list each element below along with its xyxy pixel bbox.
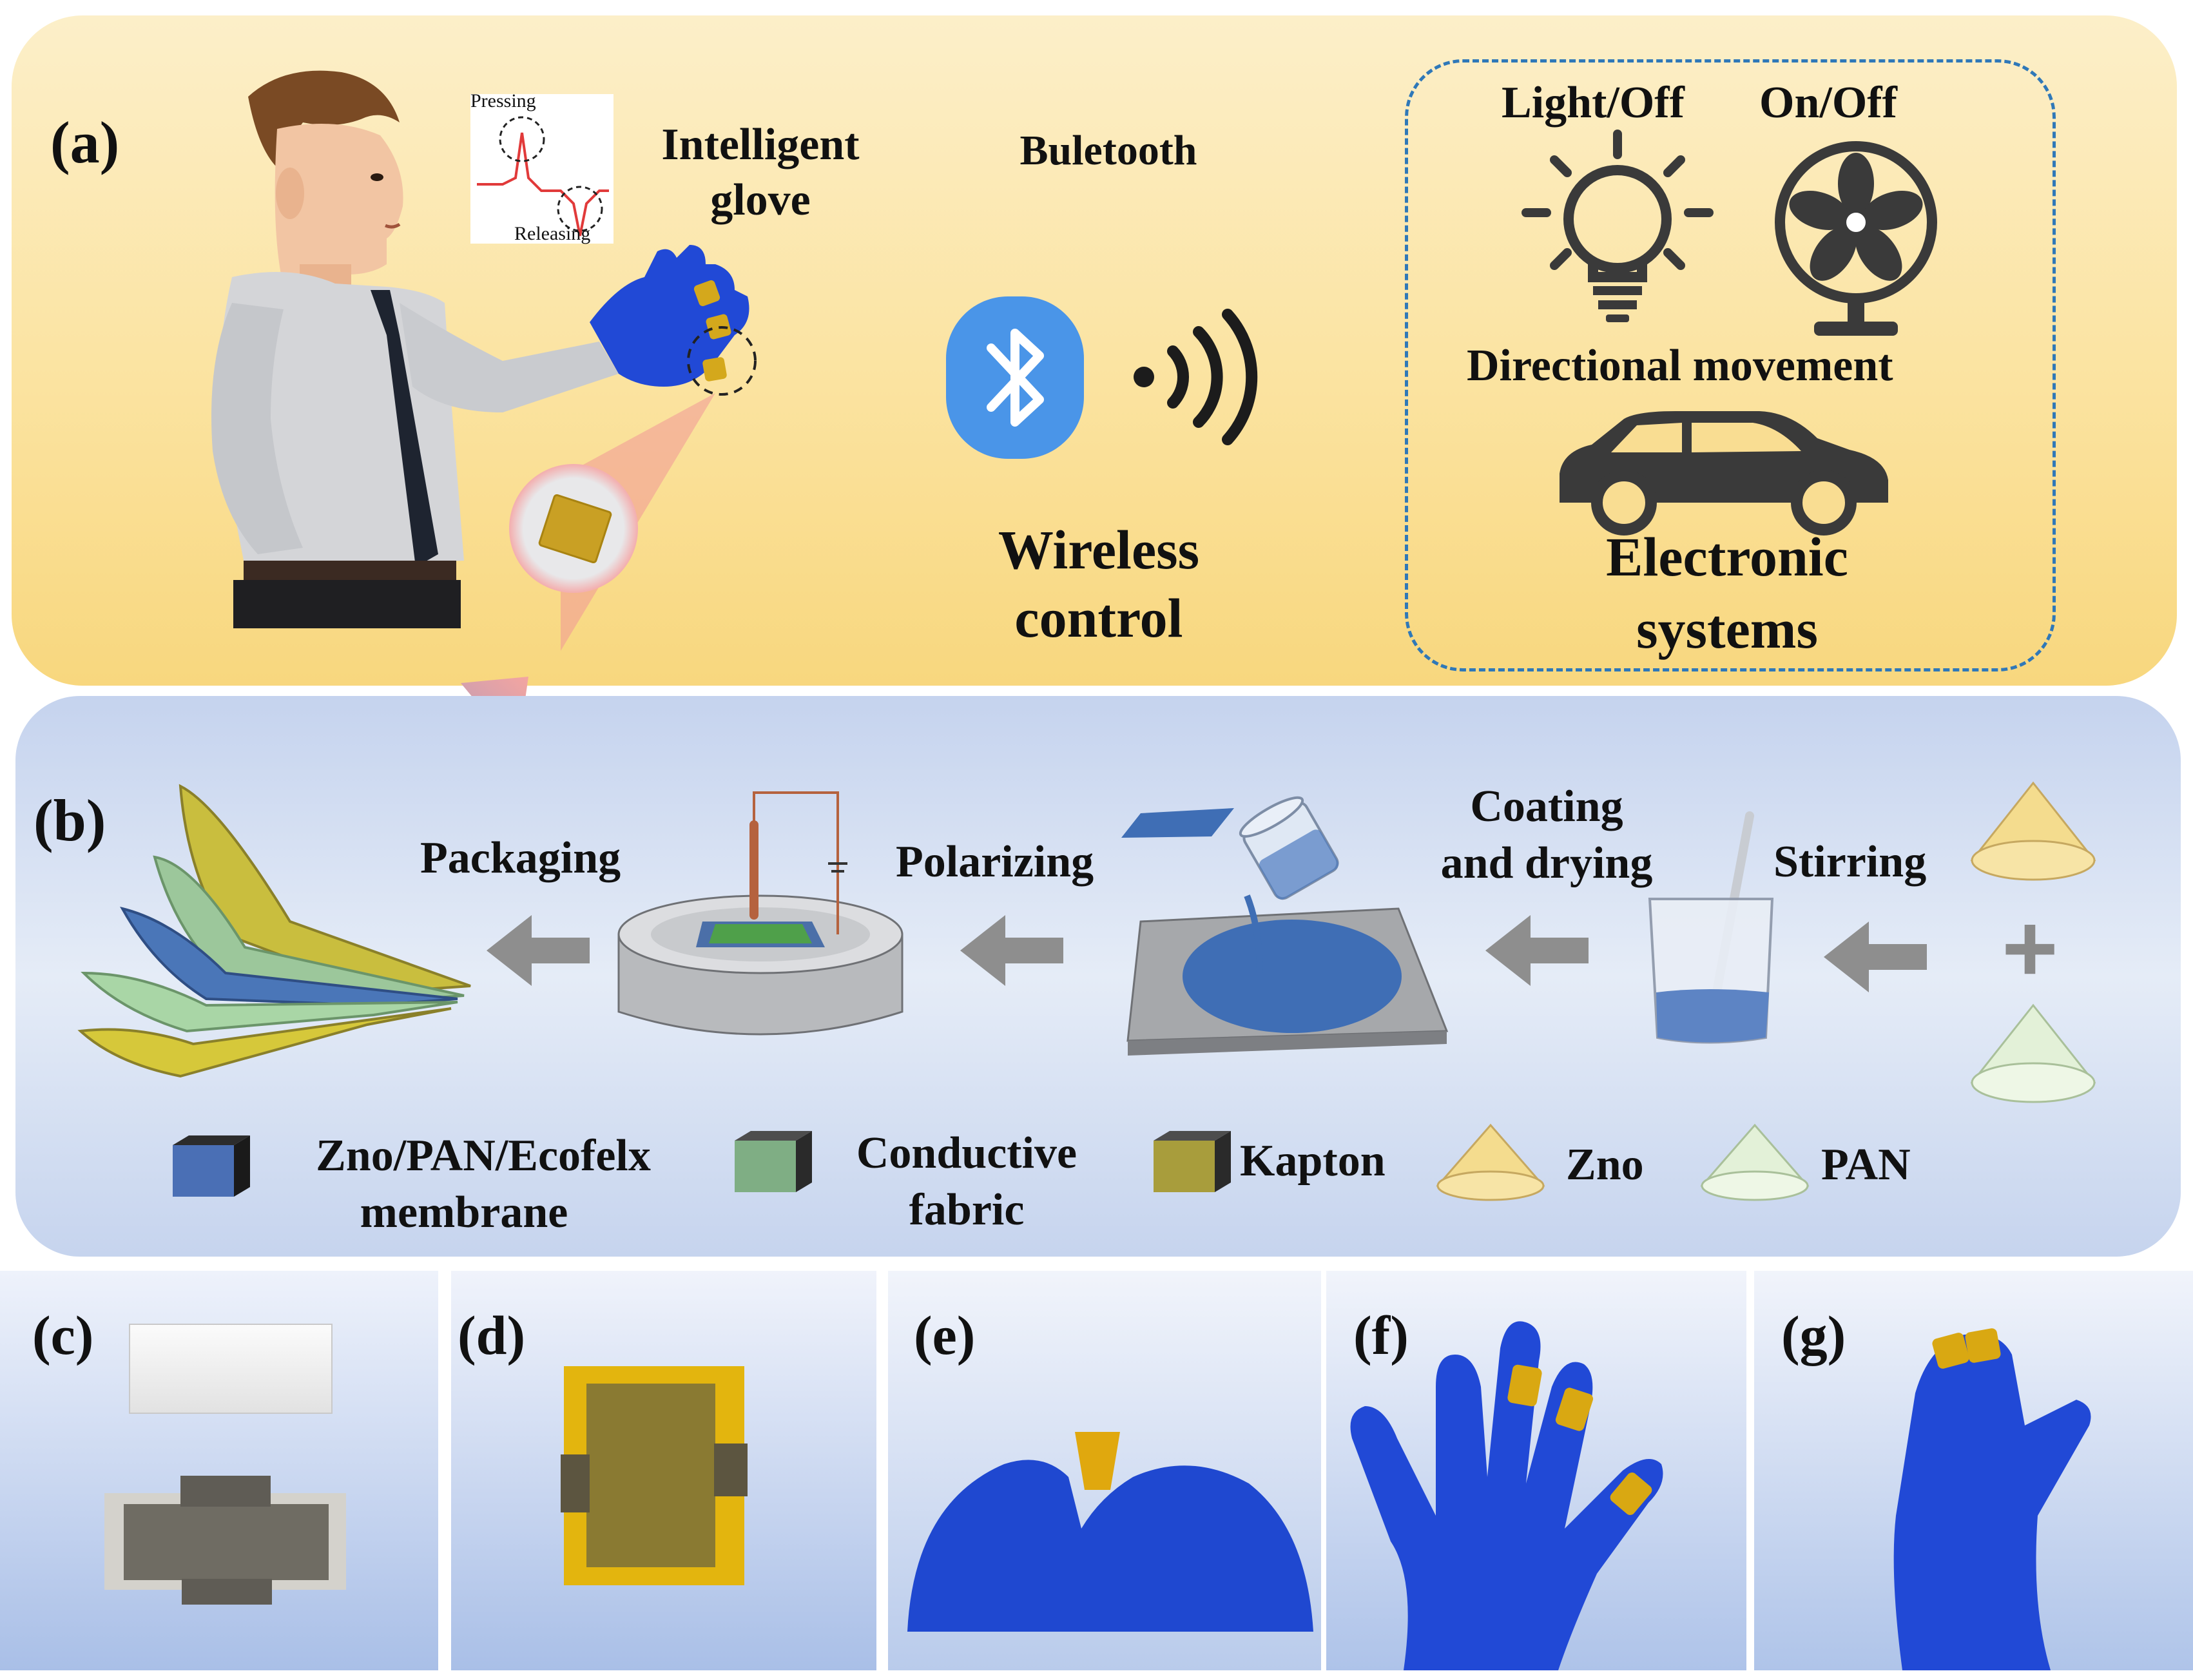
photo-c-white-film	[129, 1324, 333, 1414]
legend-pan-label: PAN	[1821, 1140, 1911, 1190]
photo-e: (e)	[888, 1271, 1321, 1670]
legend-kapton-cube	[1154, 1131, 1231, 1192]
car-icon	[1560, 411, 1888, 536]
electronic-systems-title: Electronic systems	[1534, 521, 1920, 665]
glove-title-line-2: glove	[710, 175, 811, 225]
photo-d-tab-left	[561, 1454, 590, 1512]
coating-label-line-1: Coating	[1470, 782, 1623, 831]
fan-icon	[1775, 141, 1937, 336]
photo-f-hand	[1350, 1321, 1663, 1670]
photo-d-tab-right	[714, 1443, 748, 1496]
stirring-label: Stirring	[1773, 837, 1927, 887]
systems-title-line-2: systems	[1636, 598, 1818, 660]
wireless-title-line-2: control	[1014, 587, 1183, 649]
photo-c-electrode	[124, 1504, 329, 1580]
bluetooth-title: Buletooth	[1019, 127, 1197, 174]
zno-material-cone	[1970, 781, 2096, 881]
coating-label: Coating and drying	[1398, 778, 1695, 892]
photo-c: (c)	[0, 1271, 438, 1670]
packaging-label: Packaging	[420, 833, 621, 883]
electronic-systems-box	[1405, 59, 2056, 671]
photo-c-label: (c)	[32, 1304, 94, 1366]
bluetooth-rune	[987, 329, 1044, 427]
photo-e-hand	[907, 1432, 1313, 1632]
waveform-releasing-label: Releasing	[514, 223, 591, 244]
panel-b-label: (b)	[34, 787, 106, 853]
photo-c-electrode-tab-bottom	[182, 1579, 272, 1605]
arrow-to-stirring	[1824, 922, 1927, 992]
photo-d: (d)	[451, 1271, 876, 1670]
directional-movement-label: Directional movement	[1467, 341, 1893, 391]
legend-zno-label: Zno	[1566, 1140, 1644, 1190]
waveform-pressing-label: Pressing	[470, 90, 536, 111]
wireless-title-line-1: Wireless	[998, 519, 1200, 581]
photo-g-hand	[1893, 1328, 2091, 1670]
stirring-beaker-illustration	[1648, 811, 1774, 1044]
photo-g-label: (g)	[1781, 1304, 1846, 1366]
legend-fabric-cube	[735, 1131, 812, 1192]
coating-label-line-2: and drying	[1440, 838, 1653, 888]
plus-sign: +	[2002, 894, 2058, 1002]
pan-material-cone	[1970, 1003, 2096, 1103]
photo-e-label: (e)	[914, 1304, 976, 1366]
photo-f-label: (f)	[1353, 1304, 1409, 1366]
legend-pan-cone	[1700, 1123, 1810, 1201]
wireless-control-title: Wireless control	[954, 516, 1244, 652]
glove-title-line-1: Intelligent	[661, 120, 860, 169]
intelligent-glove-title: Intelligent glove	[632, 117, 889, 228]
panel-a-label: (a)	[50, 110, 120, 175]
legend-membrane-cube	[173, 1135, 250, 1197]
waveform-plot	[477, 116, 609, 237]
polarizing-label: Polarizing	[896, 837, 1094, 887]
wireless-signal-icon	[1134, 309, 1258, 445]
fan-label: On/Off	[1759, 78, 1897, 128]
arrow-to-polarizing	[960, 915, 1063, 986]
legend-membrane-label: Zno/PAN/Ecofelx membrane	[264, 1128, 702, 1241]
legend-zno-cone	[1436, 1123, 1545, 1201]
legend-fabric-label: Conductive fabric	[825, 1125, 1108, 1239]
legend-membrane-line-1: Zno/PAN/Ecofelx	[316, 1131, 651, 1181]
coating-illustration	[1121, 796, 1449, 1056]
photo-d-electrode	[586, 1384, 715, 1567]
photo-c-electrode-tab-top	[180, 1476, 271, 1507]
waveform-inset	[470, 94, 613, 244]
legend-fabric-line-1: Conductive	[856, 1128, 1077, 1178]
photo-d-label: (d)	[458, 1304, 526, 1366]
lightbulb-icon	[1522, 130, 1714, 322]
arrow-to-packaging	[487, 915, 590, 986]
polarizing-device-illustration	[617, 791, 903, 1036]
systems-title-line-1: Electronic	[1606, 526, 1848, 588]
legend-membrane-line-2: membrane	[360, 1188, 568, 1237]
photo-f: (f)	[1326, 1271, 1746, 1670]
legend-kapton-label: Kapton	[1240, 1136, 1386, 1186]
packaged-layers-illustration	[77, 784, 471, 1078]
arrow-to-coating	[1485, 915, 1589, 986]
photo-g: (g)	[1754, 1271, 2193, 1670]
legend-fabric-line-2: fabric	[909, 1185, 1025, 1235]
light-label: Light/Off	[1502, 78, 1685, 128]
